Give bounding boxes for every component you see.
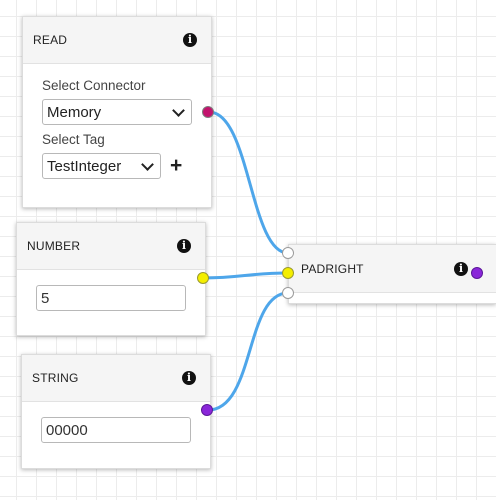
select-tag-label: Select Tag bbox=[42, 132, 105, 147]
number-output-port[interactable] bbox=[197, 272, 209, 284]
padright-input-port-3[interactable] bbox=[282, 287, 294, 299]
connector-select[interactable]: Memory bbox=[42, 99, 192, 125]
select-connector-label: Select Connector bbox=[42, 78, 146, 93]
wire-string-to-padright[interactable] bbox=[207, 291, 289, 412]
add-tag-plus-icon[interactable]: + bbox=[170, 154, 183, 177]
padright-node-title: PADRIGHT bbox=[301, 261, 364, 276]
chevron-down-icon bbox=[141, 157, 154, 171]
string-value-input[interactable]: 00000 bbox=[41, 417, 191, 443]
padright-input-port-1[interactable] bbox=[282, 247, 294, 259]
info-icon[interactable]: i bbox=[183, 33, 197, 47]
padright-input-port-2[interactable] bbox=[282, 267, 294, 279]
number-value-input[interactable]: 5 bbox=[36, 285, 186, 311]
padright-node-header[interactable]: PADRIGHT i bbox=[289, 245, 496, 293]
string-output-port[interactable] bbox=[201, 404, 213, 416]
string-node-header[interactable]: STRING i bbox=[22, 355, 210, 402]
connector-select-value: Memory bbox=[47, 103, 102, 121]
read-output-port[interactable] bbox=[202, 106, 214, 118]
string-value-text: 00000 bbox=[46, 421, 88, 439]
tag-select[interactable]: TestInteger bbox=[42, 153, 161, 179]
read-node-header[interactable]: READ i bbox=[23, 17, 211, 64]
info-icon[interactable]: i bbox=[177, 239, 191, 253]
number-value-text: 5 bbox=[41, 289, 50, 307]
padright-output-port[interactable] bbox=[471, 267, 483, 279]
string-node-title: STRING bbox=[32, 371, 79, 385]
info-icon[interactable]: i bbox=[182, 371, 196, 385]
wire-read-to-padright[interactable] bbox=[208, 110, 289, 255]
tag-select-value: TestInteger bbox=[47, 157, 122, 175]
read-node[interactable]: READ i Select Connector Memory Select Ta… bbox=[22, 16, 212, 208]
read-node-title: READ bbox=[33, 33, 68, 47]
string-node-body: 00000 bbox=[22, 402, 210, 443]
number-node[interactable]: NUMBER i 5 bbox=[16, 222, 206, 336]
number-node-header[interactable]: NUMBER i bbox=[17, 223, 205, 270]
padright-node[interactable]: PADRIGHT i bbox=[288, 244, 496, 304]
chevron-down-icon bbox=[172, 103, 185, 117]
read-node-body: Select Connector Memory Select Tag TestI… bbox=[23, 64, 211, 189]
wire-number-to-padright[interactable] bbox=[203, 271, 289, 280]
number-node-body: 5 bbox=[17, 270, 205, 311]
string-node[interactable]: STRING i 00000 bbox=[21, 354, 211, 469]
number-node-title: NUMBER bbox=[27, 239, 81, 253]
tag-row: TestInteger + bbox=[42, 153, 191, 179]
info-icon[interactable]: i bbox=[454, 261, 468, 276]
